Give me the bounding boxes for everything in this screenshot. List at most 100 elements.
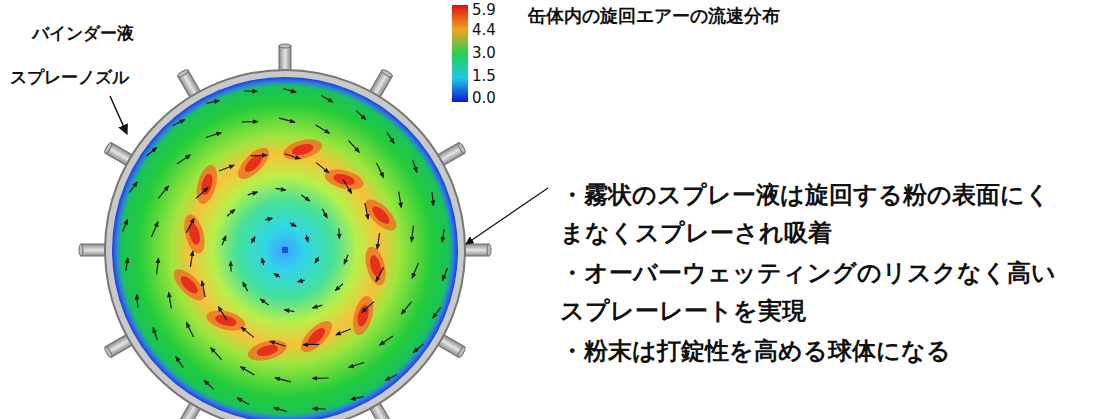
scale-value: 3.0 [472,44,496,62]
flow-arrow [285,310,295,312]
velocity-peak-core [187,222,202,246]
flow-arrow [315,257,319,263]
flow-arrow [412,226,414,242]
part-label: バインダー液 [32,22,134,45]
velocity-peak [246,337,289,365]
scale-value: 4.4 [472,21,496,39]
bullet-note: ・霧状のスプレー液は旋回する粉の表面にく まなくスプレーされ吸着 [560,176,1080,252]
scale-value: 0.0 [472,89,496,107]
velocity-peak [349,294,377,337]
flow-arrow [137,295,138,308]
flow-arrow [276,188,286,190]
flow-arrow [348,140,359,152]
flow-arrow [322,209,327,218]
flow-arrow [265,218,272,220]
velocity-peak-core [291,142,315,157]
flow-arrow [244,90,257,92]
flow-arrow [402,302,412,314]
flow-arrow [349,363,364,368]
flow-arrow [176,357,183,368]
flow-arrow [260,299,268,305]
flow-arrow [356,111,366,120]
nozzle-tip [104,346,113,358]
flow-arrow [157,259,159,275]
velocity-peak [193,163,221,206]
center-point [282,247,288,253]
velocity-peak [322,166,365,194]
flow-arrow [219,307,227,321]
nozzle-tip [457,346,466,358]
flow-arrow [123,220,128,232]
velocity-peak-core [332,172,356,187]
flow-arrow [377,233,379,249]
flow-arrow [153,328,157,340]
flow-arrow [262,258,264,265]
flow-arrow [274,274,280,278]
flow-arrow [399,192,402,208]
velocity-peak-core [178,274,201,297]
flow-vectors [123,89,448,412]
flow-arrow [202,281,205,297]
flow-arrow [442,229,444,242]
velocity-peak [204,307,247,335]
figure-title: 缶体内の旋回エアーの流速分布 [528,4,780,28]
flow-arrow [298,280,305,282]
flow-arrow [316,163,329,173]
flow-arrow [251,237,255,243]
flow-arrow [227,210,235,217]
velocity-peak [281,136,324,164]
flow-arrow [187,323,194,337]
leader-arrow [110,96,127,134]
flow-arrow [285,154,300,159]
vessel-wall [105,70,465,419]
flow-arrow [196,188,208,199]
flow-arrow [206,101,219,104]
velocity-peak [181,212,209,255]
color-scale-bar [452,5,468,102]
flow-arrow [274,408,287,412]
flow-arrow [336,329,351,335]
nozzle-tip [177,69,189,78]
nozzle-tip [457,142,466,154]
flow-arrow [377,163,384,177]
bullet-note: ・粉末は打錠性を高める球体になる [560,332,1080,370]
flow-arrow [414,344,424,352]
flow-arrow [237,398,248,404]
flow-arrow [169,293,172,309]
flow-arrow [362,302,374,313]
flow-arrow [146,148,156,156]
flow-arrow [275,378,291,382]
flow-arrow [190,251,192,267]
nozzle-tip [487,244,491,256]
flow-arrow [243,282,248,291]
flow-arrow [351,397,364,400]
flow-arrow [251,155,267,157]
nozzle-tip [104,142,113,154]
flow-arrow [306,235,308,242]
velocity-peak [360,195,401,236]
flow-arrow [204,381,214,390]
flow-arrow [413,160,417,172]
flow-arrow [152,222,158,237]
leader-arrow [466,188,548,244]
flow-arrow [387,132,394,143]
flow-arrow [241,327,254,337]
flow-arrow [248,192,258,195]
flow-arrow [343,180,351,194]
flow-arrow [173,120,185,126]
flow-arrow [126,258,128,271]
nozzle-tip [381,69,393,78]
velocity-peak-core [214,313,238,328]
velocity-peak [296,316,337,357]
flow-arrow [290,223,296,227]
flow-arrow [386,375,398,381]
velocity-peak-core [368,254,383,278]
flow-arrow [270,341,285,346]
spray-nozzles [79,44,491,419]
flow-arrow [303,344,319,346]
velocity-field [112,77,458,419]
part-label: スプレーノズル [10,66,129,89]
velocity-peak-core [255,343,279,358]
flow-arrow [241,121,257,123]
flow-arrow [365,203,368,219]
